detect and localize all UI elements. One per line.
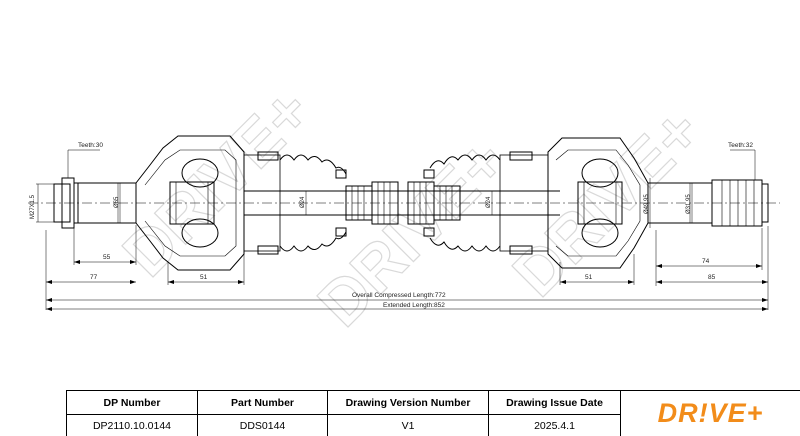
- dp-number-column: DP Number DP2110.10.0144: [67, 391, 198, 436]
- dim-74-label: 74: [702, 258, 710, 265]
- brand-logo: DR!VE+: [621, 391, 800, 436]
- dim-85-label: 85: [708, 274, 716, 281]
- issue-date-column: Drawing Issue Date 2025.4.1: [489, 391, 621, 436]
- dim-51-right-label: 51: [585, 274, 593, 281]
- thread-label: M27X1.5: [30, 194, 36, 219]
- arrowheads: [46, 260, 768, 311]
- issue-date-value: 2025.4.1: [534, 419, 575, 432]
- part-number-column: Part Number DDS0144: [198, 391, 328, 436]
- dia-left-stub-label: Ø65: [114, 196, 120, 208]
- part-number-header: Part Number: [198, 391, 327, 415]
- shaft-outline: [28, 135, 780, 271]
- issue-date-header: Drawing Issue Date: [489, 391, 620, 415]
- extended-label: Extended Length:852: [383, 302, 445, 309]
- brand-logo-text: DR!VE+: [657, 398, 764, 428]
- dim-55-label: 55: [103, 254, 111, 261]
- dp-number-value: DP2110.10.0144: [92, 419, 172, 432]
- dia-right-shaft-label: Ø24: [486, 196, 492, 208]
- drive-shaft-drawing: DRIVE+ DRIVE+ DRIVE+: [28, 74, 780, 340]
- version-header: Drawing Version Number: [328, 391, 488, 415]
- teeth-left-label: Teeth:30: [78, 142, 103, 149]
- version-value: V1: [401, 419, 415, 432]
- watermark-1: DRIVE+: [109, 74, 325, 290]
- watermark-3: DRIVE+: [499, 94, 715, 310]
- dia-right-b-label: Ø31.95: [686, 194, 692, 214]
- dia-right-a-label: Ø49.95: [644, 194, 650, 214]
- dimension-lines: [36, 149, 769, 310]
- overall-compressed-label: Overall Compressed Length:772: [352, 292, 446, 299]
- dia-left-shaft-label: Ø24: [300, 196, 306, 208]
- version-column: Drawing Version Number V1: [328, 391, 489, 436]
- part-number-value: DDS0144: [239, 419, 286, 432]
- dim-77-label: 77: [90, 274, 98, 281]
- teeth-right-label: Teeth:32: [728, 142, 753, 149]
- title-block: DP Number DP2110.10.0144 Part Number DDS…: [66, 390, 800, 436]
- dim-51-left-label: 51: [200, 274, 208, 281]
- dp-number-header: DP Number: [67, 391, 197, 415]
